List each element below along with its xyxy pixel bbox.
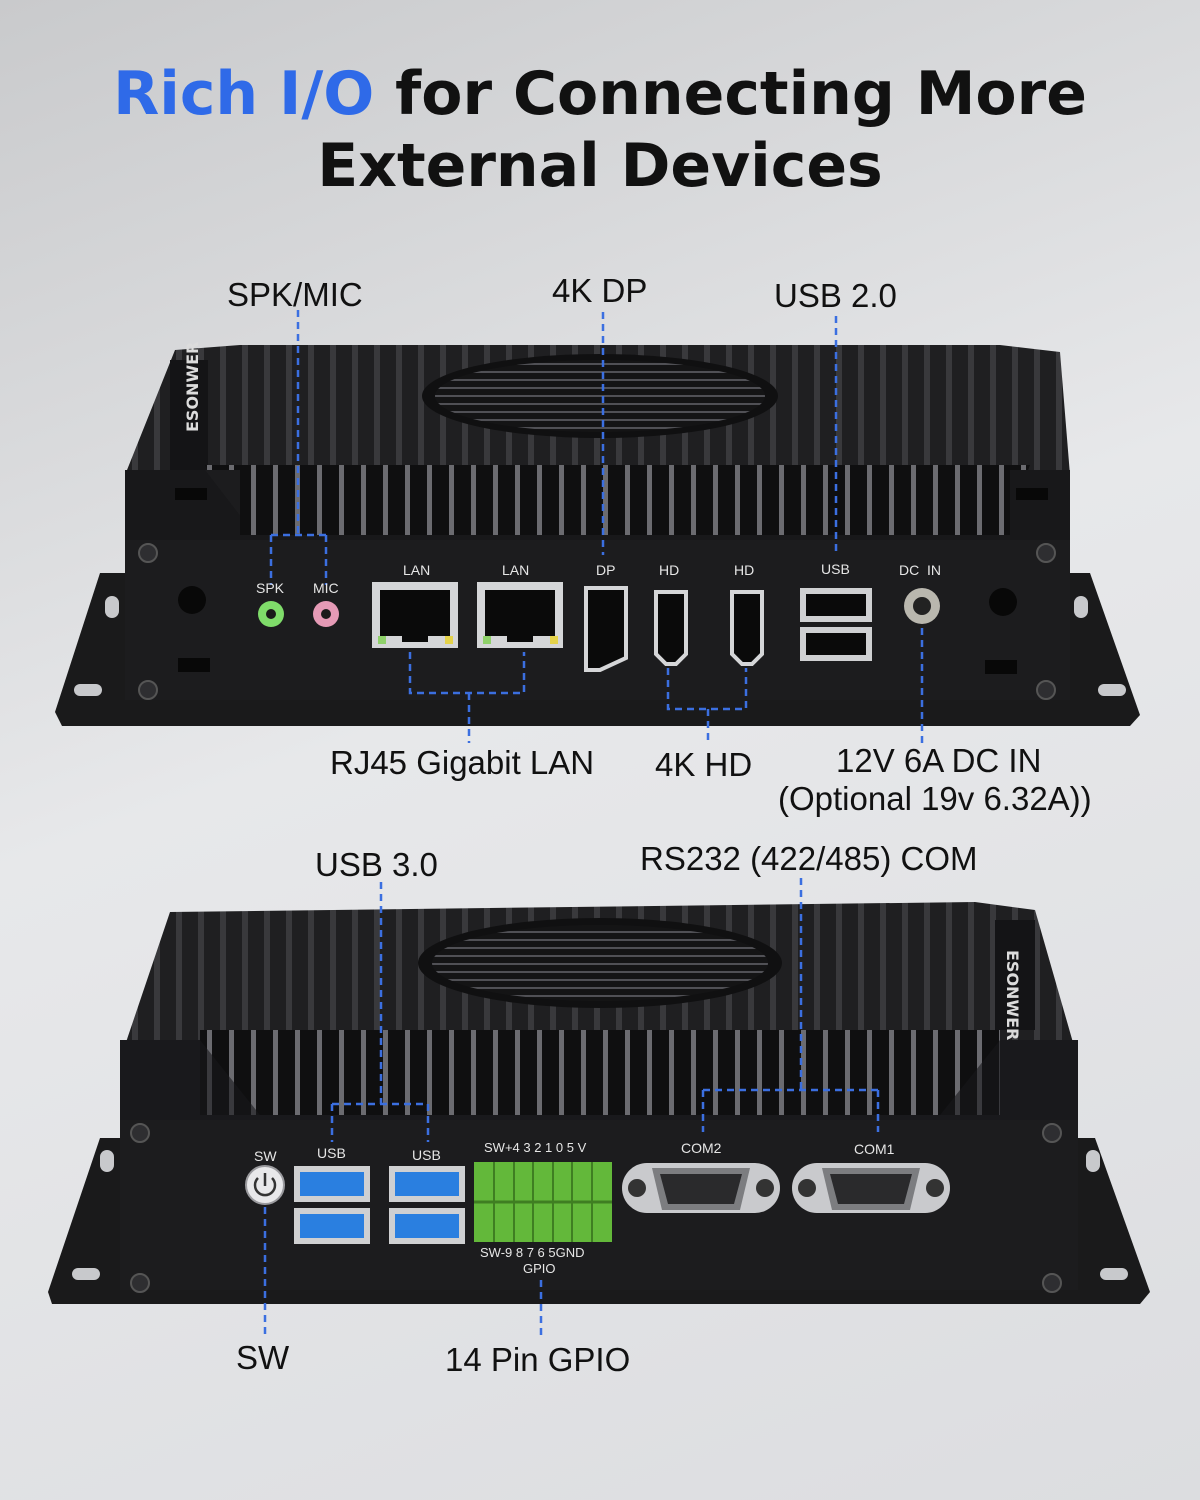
lan-port-2 xyxy=(477,582,563,648)
callout-sw: SW xyxy=(236,1339,290,1376)
label-gpio: GPIO xyxy=(523,1261,556,1276)
lan-port-1 xyxy=(372,582,458,648)
back-unit: ESONWER xyxy=(48,902,1150,1304)
title-accent: Rich I/O xyxy=(113,59,375,129)
title-line1: for Connecting More xyxy=(374,59,1087,129)
label-usb3-2: USB xyxy=(412,1147,441,1163)
label-hd-1: HD xyxy=(659,562,680,578)
gpio-terminal xyxy=(474,1162,612,1242)
label-usb3-1: USB xyxy=(317,1145,346,1161)
back-brand-logo: ESONWER xyxy=(1003,950,1022,1040)
callout-dc-in-line1: 12V 6A DC IN xyxy=(836,742,1042,779)
label-lan-1: LAN xyxy=(403,562,431,578)
label-lan-2: LAN xyxy=(502,562,530,578)
callout-usb3: USB 3.0 xyxy=(315,846,438,883)
label-dc-in: DC IN xyxy=(899,562,941,578)
front-brand-logo: ESONWER xyxy=(183,342,202,432)
usb3-ports-left xyxy=(294,1166,370,1244)
back-vent-slots xyxy=(200,1030,1000,1115)
back-fan-grille xyxy=(432,925,768,1001)
label-usb: USB xyxy=(821,561,850,577)
callout-usb2: USB 2.0 xyxy=(774,277,897,314)
callout-dp: 4K DP xyxy=(552,272,648,309)
usb3-ports-right xyxy=(389,1166,465,1244)
usb2-ports xyxy=(800,588,872,661)
back-leader-lines xyxy=(263,878,880,1340)
front-unit: ESONWER xyxy=(55,342,1140,726)
label-spk: SPK xyxy=(256,580,285,596)
label-sw: SW xyxy=(254,1148,277,1164)
label-hd-2: HD xyxy=(734,562,755,578)
callout-dc-in-line2: (Optional 19v 6.32A)) xyxy=(778,780,1092,817)
callout-hd: 4K HD xyxy=(655,746,753,783)
label-gpio-top: SW+4 3 2 1 0 5 V xyxy=(484,1140,587,1155)
callout-lan: RJ45 Gigabit LAN xyxy=(330,744,595,781)
callout-gpio: 14 Pin GPIO xyxy=(445,1341,631,1378)
com2-port xyxy=(622,1163,780,1213)
front-leader-lines xyxy=(269,310,924,745)
title-line2: External Devices xyxy=(317,131,883,201)
label-com2: COM2 xyxy=(681,1140,722,1156)
dp-port xyxy=(584,586,628,672)
label-gpio-bottom: SW-9 8 7 6 5GND xyxy=(480,1245,585,1260)
callout-com: RS232 (422/485) COM xyxy=(640,840,978,877)
hdmi-port-2 xyxy=(730,590,764,666)
hdmi-port-1 xyxy=(654,590,688,666)
page-title: Rich I/O for Connecting More External De… xyxy=(0,58,1200,202)
label-dp: DP xyxy=(596,562,616,578)
front-fan-grille xyxy=(435,360,765,432)
label-mic: MIC xyxy=(313,580,339,596)
callout-spk-mic: SPK/MIC xyxy=(227,276,363,313)
com1-port xyxy=(792,1163,950,1213)
label-com1: COM1 xyxy=(854,1141,895,1157)
